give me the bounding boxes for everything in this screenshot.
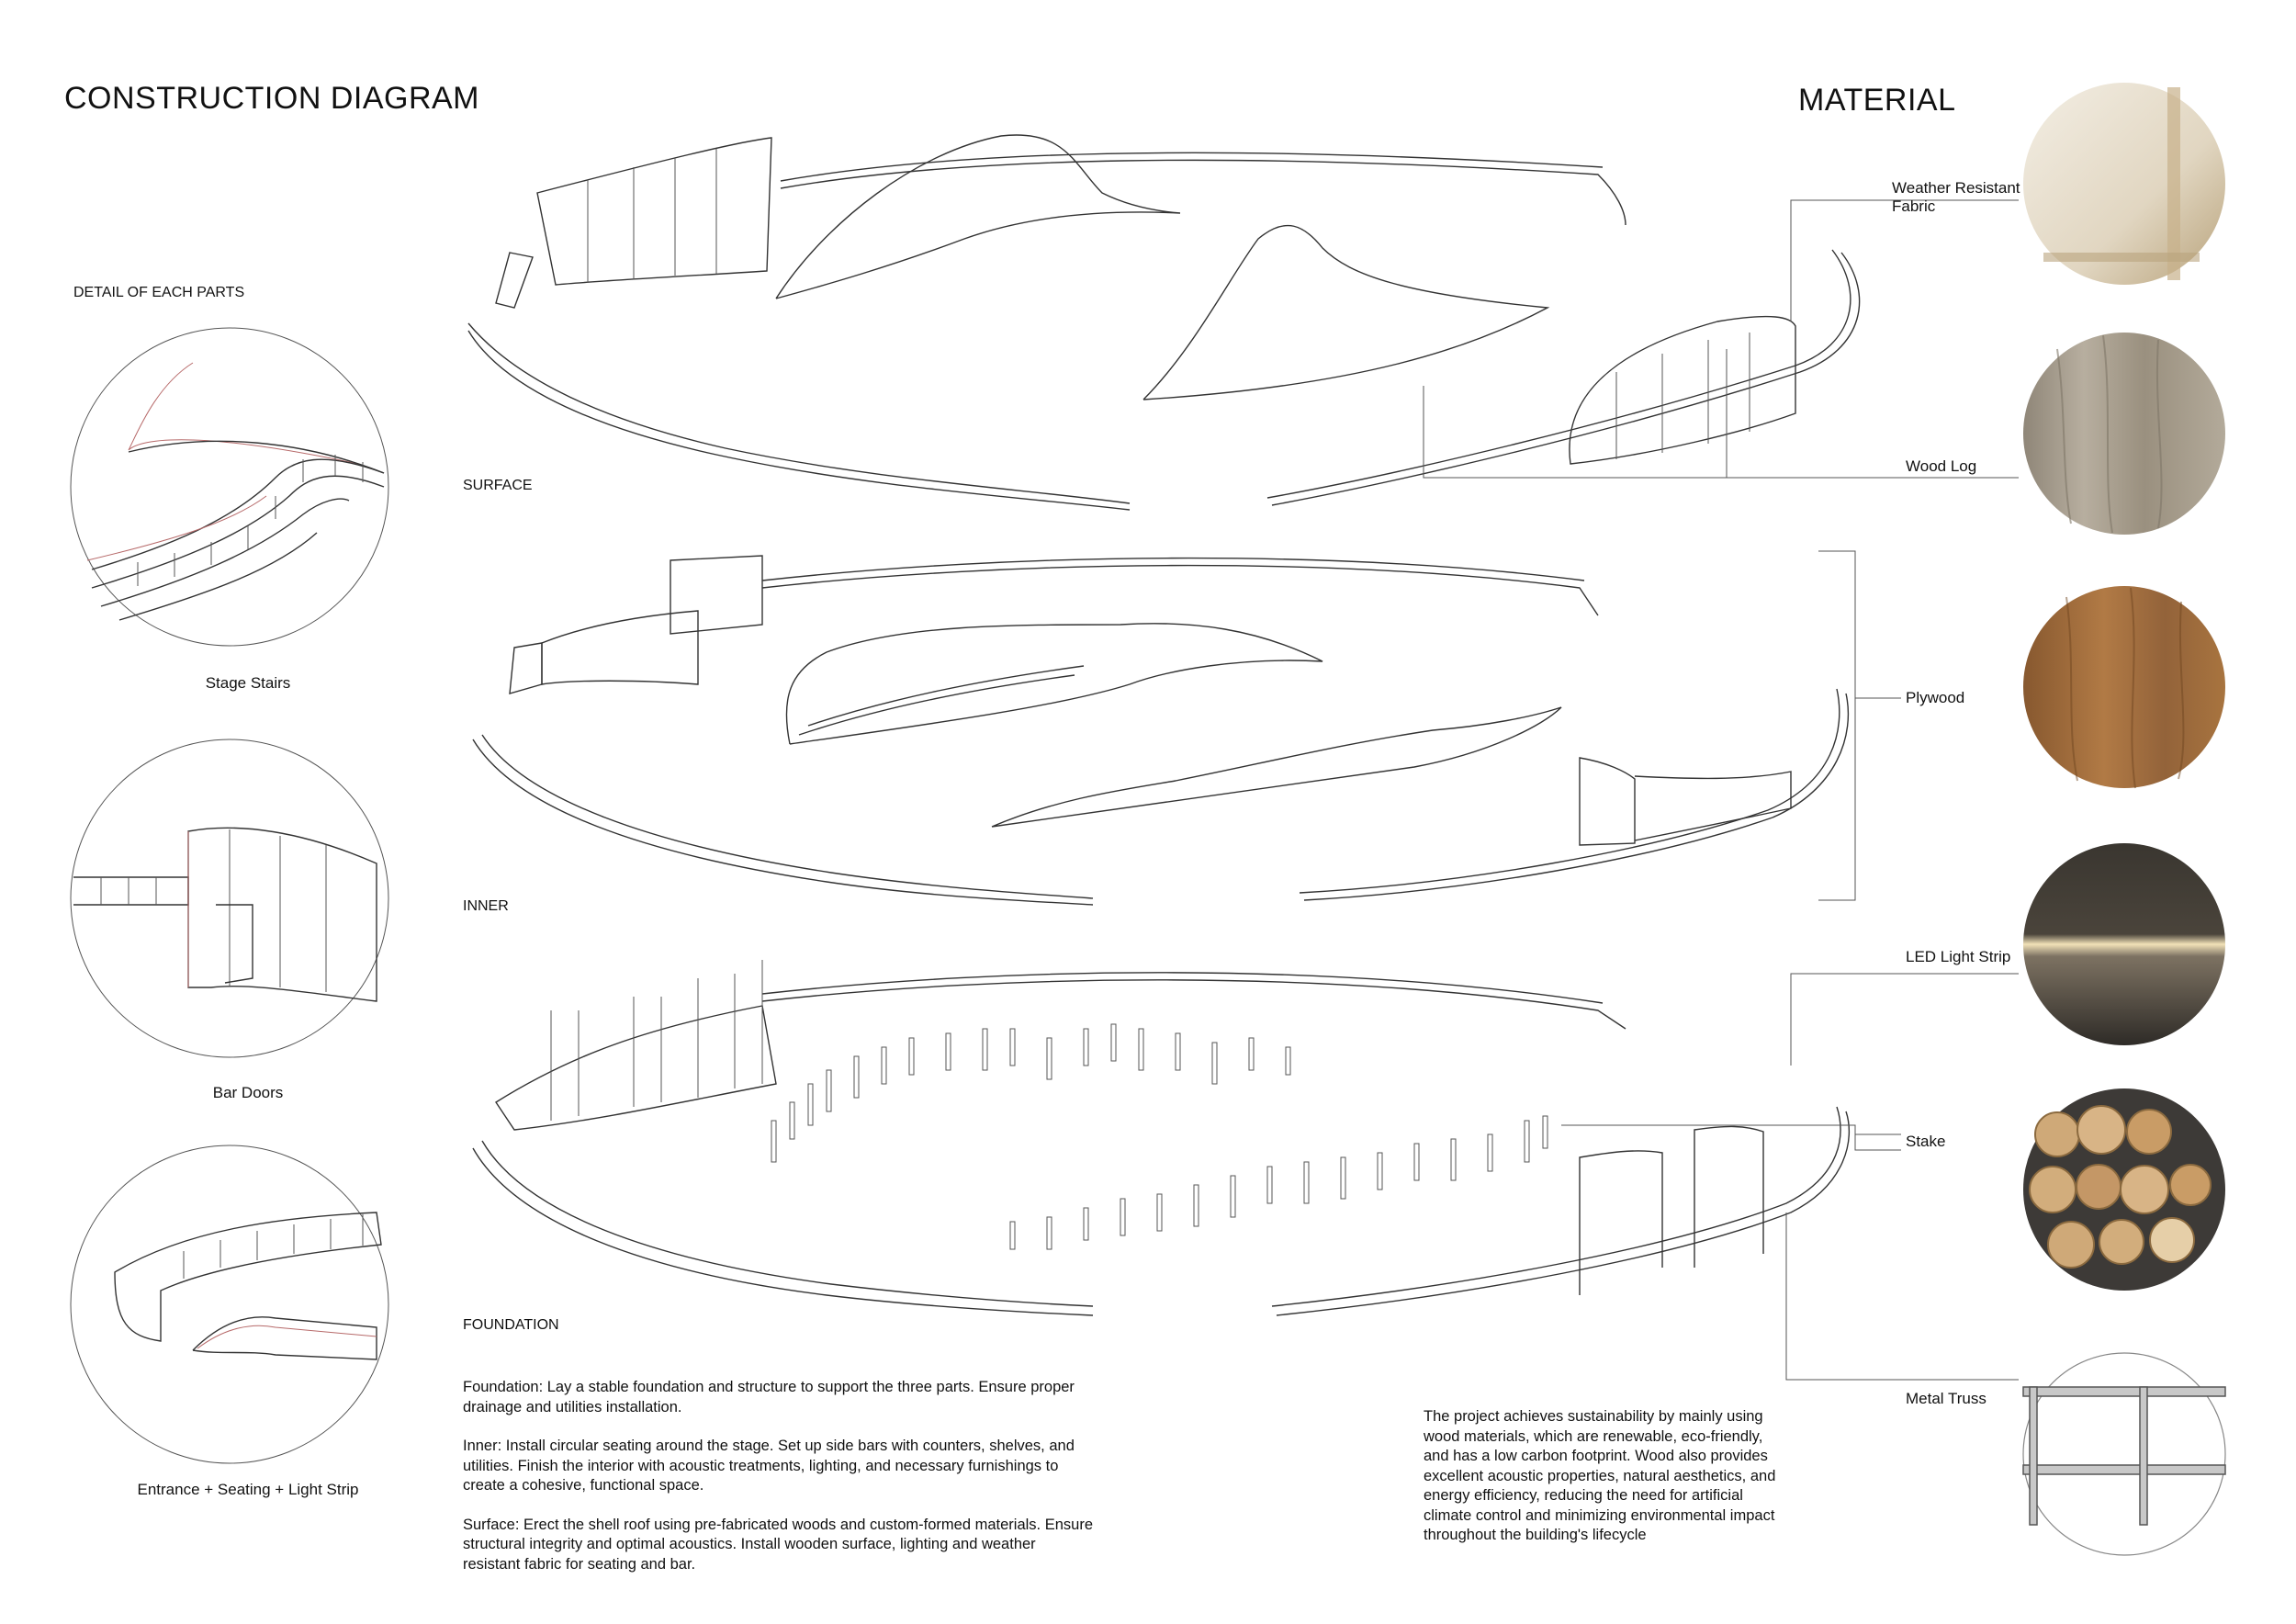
layer-label-surface: SURFACE [463,478,533,493]
inner-layer-drawing [472,555,1850,906]
detail-heading: DETAIL OF EACH PARTS [73,285,245,300]
detail-caption-stage-stairs: Stage Stairs [205,674,291,692]
layer-label-foundation: FOUNDATION [463,1317,559,1333]
led-strip-swatch-icon [2023,843,2225,1045]
detail-bar-doors-drawing [70,739,389,1058]
fabric-swatch-icon [2023,83,2225,285]
material-label-led-strip: LED Light Strip [1906,948,2011,965]
detail-caption-entrance-seating: Entrance + Seating + Light Strip [137,1481,359,1498]
plywood-swatch-icon [2023,586,2225,789]
material-label-plywood: Plywood [1906,689,1965,706]
page-title: CONSTRUCTION DIAGRAM [64,81,479,116]
wood-log-swatch-icon [2023,333,2225,535]
sustainability-text: The project achieves sustainability by m… [1424,1408,1776,1543]
material-label-wood-log: Wood Log [1906,457,1977,475]
instruction-inner: Inner: Install circular seating around t… [463,1438,1075,1494]
detail-entrance-seating-drawing [70,1145,389,1464]
material-label-stake: Stake [1906,1133,1946,1150]
surface-layer-drawing [467,134,1861,511]
layer-label-inner: INNER [463,898,509,914]
construction-instructions: Foundation: Lay a stable foundation and … [463,1378,1097,1594]
stake-swatch-icon [2023,1088,2225,1291]
material-label-fabric: Weather Resistant Fabric [1892,179,2020,215]
detail-stage-stairs-drawing [70,327,389,647]
material-label-metal-truss: Metal Truss [1906,1390,1986,1407]
instruction-foundation: Foundation: Lay a stable foundation and … [463,1379,1075,1415]
instruction-surface: Surface: Erect the shell roof using pre-… [463,1516,1093,1573]
foundation-layer-drawing [472,960,1851,1316]
detail-caption-bar-doors: Bar Doors [212,1084,284,1101]
material-title: MATERIAL [1798,83,1956,118]
foundation-stakes [771,1023,1548,1250]
metal-truss-swatch-icon [2022,1352,2226,1556]
